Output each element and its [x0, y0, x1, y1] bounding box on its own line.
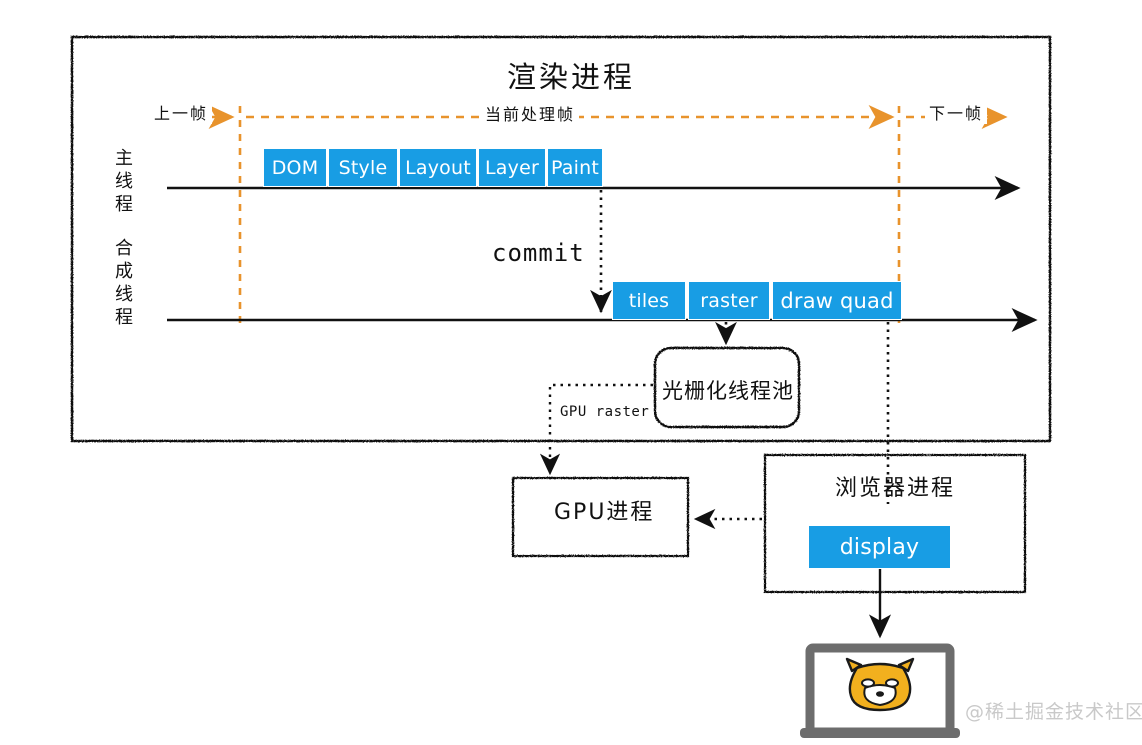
commit-label: commit: [492, 239, 585, 267]
stage-raster[interactable]: raster: [688, 281, 770, 320]
current-frame-label: 当前处理帧: [481, 101, 580, 125]
prev-frame-label: 上一帧: [150, 100, 213, 124]
compositor-thread-label: 合成线程: [112, 238, 133, 330]
doge-face-icon: [845, 657, 915, 712]
stage-layer[interactable]: Layer: [478, 148, 546, 187]
stage-draw-quad[interactable]: draw quad: [772, 281, 902, 320]
gpu-process-box: [511, 476, 690, 558]
next-frame-label: 下一帧: [925, 100, 988, 124]
watermark: @稀土掘金技术社区: [965, 701, 1142, 723]
gpu-raster-label: GPU raster: [557, 404, 653, 420]
page-title: 渲染进程: [507, 60, 636, 94]
stage-paint[interactable]: Paint: [547, 148, 603, 187]
stage-layout[interactable]: Layout: [399, 148, 477, 187]
stage-dom[interactable]: DOM: [263, 148, 327, 187]
renderer-process-border: [70, 35, 1052, 443]
gpu-raster-path: [539, 383, 653, 476]
main-thread-label: 主线程: [112, 148, 133, 217]
raster-thread-pool-box: [653, 346, 801, 429]
browser-process-label: 浏览器进程: [835, 476, 956, 501]
stage-style[interactable]: Style: [328, 148, 398, 187]
laptop-icon: [800, 643, 960, 738]
browser-process-box: [763, 453, 1027, 594]
display-box[interactable]: display: [808, 525, 951, 569]
gpu-process-label: GPU进程: [554, 500, 655, 525]
stage-tiles[interactable]: tiles: [612, 281, 686, 320]
raster-thread-pool-label: 光栅化线程池: [662, 379, 794, 403]
